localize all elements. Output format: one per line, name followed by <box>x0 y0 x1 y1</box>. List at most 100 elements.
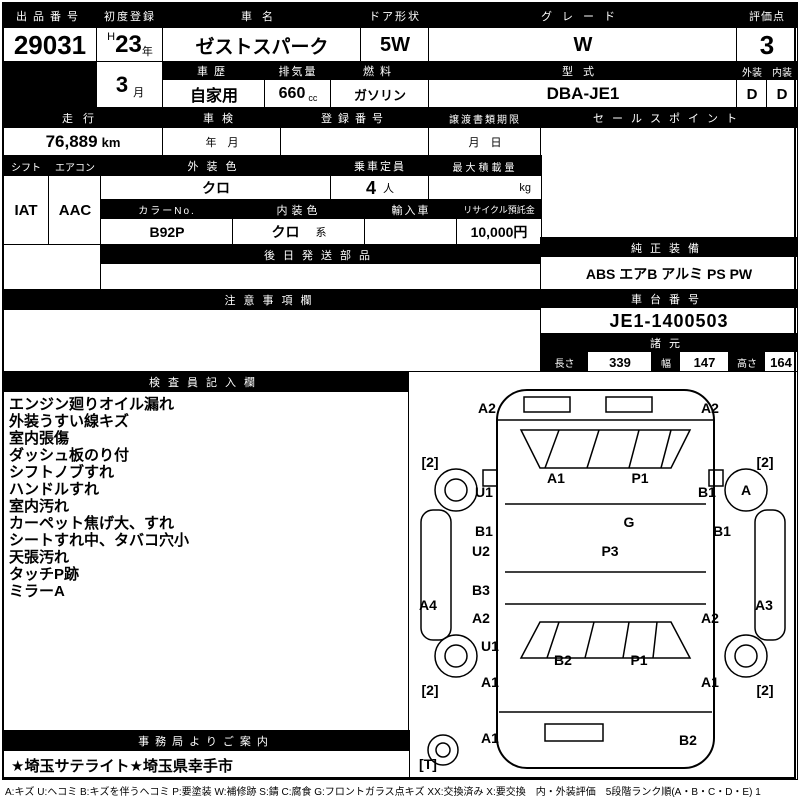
damage-mark: [2] <box>756 454 774 470</box>
left-side-panel <box>420 509 452 641</box>
era-letter: H <box>107 31 116 43</box>
mileage-header: 走行 <box>2 107 164 129</box>
reg-no-value <box>280 127 430 157</box>
reg-month: 3 <box>115 72 129 97</box>
spare-tire <box>427 734 459 766</box>
damage-mark: B1 <box>698 484 716 500</box>
shift-header: シフト <box>2 155 50 177</box>
office-header: 事務局よりご案内 <box>2 730 410 752</box>
displacement-unit: cc <box>308 93 318 103</box>
history-header: 車歴 <box>162 61 266 81</box>
exhibit-no-header: 出品番号 <box>2 2 98 29</box>
damage-mark: A1 <box>481 730 499 746</box>
rear-right-wheel <box>724 634 768 678</box>
inspector-note: 室内汚れ <box>9 498 70 515</box>
inspector-notes-header: 検査員記入欄 <box>2 371 410 393</box>
front-left-wheel <box>434 468 478 512</box>
damage-mark: P3 <box>601 543 619 559</box>
office-announcement: ★埼玉サテライト★埼玉県幸手市 <box>2 750 410 780</box>
damage-mark: A1 <box>701 674 719 690</box>
aircon-header: エアコン <box>48 155 102 177</box>
model-value: DBA-JE1 <box>428 79 738 109</box>
damage-mark: G <box>623 514 635 530</box>
interior-color-suffix: 系 <box>315 227 327 239</box>
chassis-no-header: 車台番号 <box>540 289 798 309</box>
damage-mark: P1 <box>631 470 649 486</box>
damage-mark: [2] <box>421 682 439 698</box>
grade-value: W <box>428 27 738 63</box>
length-label: 長さ <box>540 351 589 373</box>
inspector-note: シートすれ中、タバコ穴小 <box>9 532 190 549</box>
license-plate <box>544 723 604 742</box>
sales-point-value <box>540 127 798 239</box>
capacity-header: 乗車定員 <box>330 155 430 177</box>
fuel-value: ガソリン <box>330 79 430 109</box>
door-shape-header: ドア形状 <box>360 2 430 29</box>
windshield <box>519 429 692 469</box>
damage-mark: B2 <box>554 652 572 668</box>
damage-mark: A2 <box>701 400 719 416</box>
inspector-note: シフトノブすれ <box>9 464 115 481</box>
damage-mark: B1 <box>713 523 731 539</box>
rear-window <box>519 621 692 659</box>
inspector-note: ミラーA <box>9 583 65 600</box>
dimensions-header: 諸元 <box>540 333 798 353</box>
interior-grade-value: D <box>766 79 798 109</box>
inspector-note: エンジン廻りオイル漏れ <box>9 396 175 413</box>
capacity-value: 4 人 <box>330 175 430 201</box>
recycle-deposit-value: 10,000円 <box>456 218 542 246</box>
aircon-value: AAC <box>48 175 102 246</box>
exterior-color-value: クロ <box>100 175 332 201</box>
left-mirror <box>482 469 498 487</box>
damage-mark: U1 <box>475 484 493 500</box>
score-header: 評価点 <box>736 2 798 29</box>
grade-header: グレード <box>428 2 738 29</box>
max-load-header: 最大積載量 <box>428 155 542 177</box>
windshield-hatch <box>544 429 672 469</box>
caution-header: 注意事項欄 <box>2 289 542 311</box>
damage-mark: B1 <box>475 523 493 539</box>
right-side-panel <box>754 509 786 641</box>
interior-color-value: クロ 系 <box>232 218 366 246</box>
mileage-number: 76,889 <box>45 132 98 151</box>
history-value: 自家用 <box>162 79 266 109</box>
year-unit: 年 <box>141 46 153 58</box>
capacity-number: 4 <box>365 177 376 198</box>
spec-filler-cell <box>2 244 102 291</box>
damage-mark: U1 <box>481 638 499 654</box>
front-right-wheel <box>724 468 768 512</box>
inspection-header: 車検 <box>162 107 282 129</box>
shift-value: IAT <box>2 175 50 246</box>
caution-value <box>2 309 542 373</box>
inspector-note: 天張汚れ <box>9 549 70 566</box>
model-header: 型式 <box>428 61 738 81</box>
filler-black-cell <box>2 61 98 109</box>
later-parts-value <box>100 263 542 291</box>
color-no-value: B92P <box>100 218 234 246</box>
legend-text: A:キズ U:ヘコミ B:キズを伴うヘコミ P:要塗装 W:補修跡 S:錆 C:… <box>5 787 761 798</box>
displacement-value: 660 cc <box>264 79 332 109</box>
sales-point-header: セールスポイント <box>540 107 798 129</box>
inspector-note: 外装うすい線キズ <box>9 413 130 430</box>
first-reg-month-value: 3 月 <box>96 61 164 109</box>
color-no-header: カラーNo. <box>100 199 234 220</box>
right-mirror <box>708 469 724 487</box>
chassis-no-value: JE1-1400503 <box>540 307 798 335</box>
damage-mark: A2 <box>478 400 496 416</box>
car-name-header: 車名 <box>162 2 362 29</box>
damage-mark: A2 <box>701 610 719 626</box>
interior-color-name: クロ <box>271 224 300 240</box>
door-shape-value: 5W <box>360 27 430 63</box>
reg-no-header: 登録番号 <box>280 107 430 129</box>
damage-mark: P1 <box>630 652 648 668</box>
mileage-value: 76,889 km <box>2 127 164 157</box>
length-value: 339 <box>587 351 653 373</box>
inspection-value: 年 月 <box>162 127 282 157</box>
import-value <box>364 218 458 246</box>
car-diagram-svg <box>420 389 786 769</box>
inspector-note: タッチP跡 <box>9 566 80 583</box>
rear-left-wheel <box>434 634 478 678</box>
exhibit-no-value: 29031 <box>2 27 98 63</box>
later-parts-header: 後日発送部品 <box>100 244 542 265</box>
fuel-header: 燃料 <box>330 61 430 81</box>
